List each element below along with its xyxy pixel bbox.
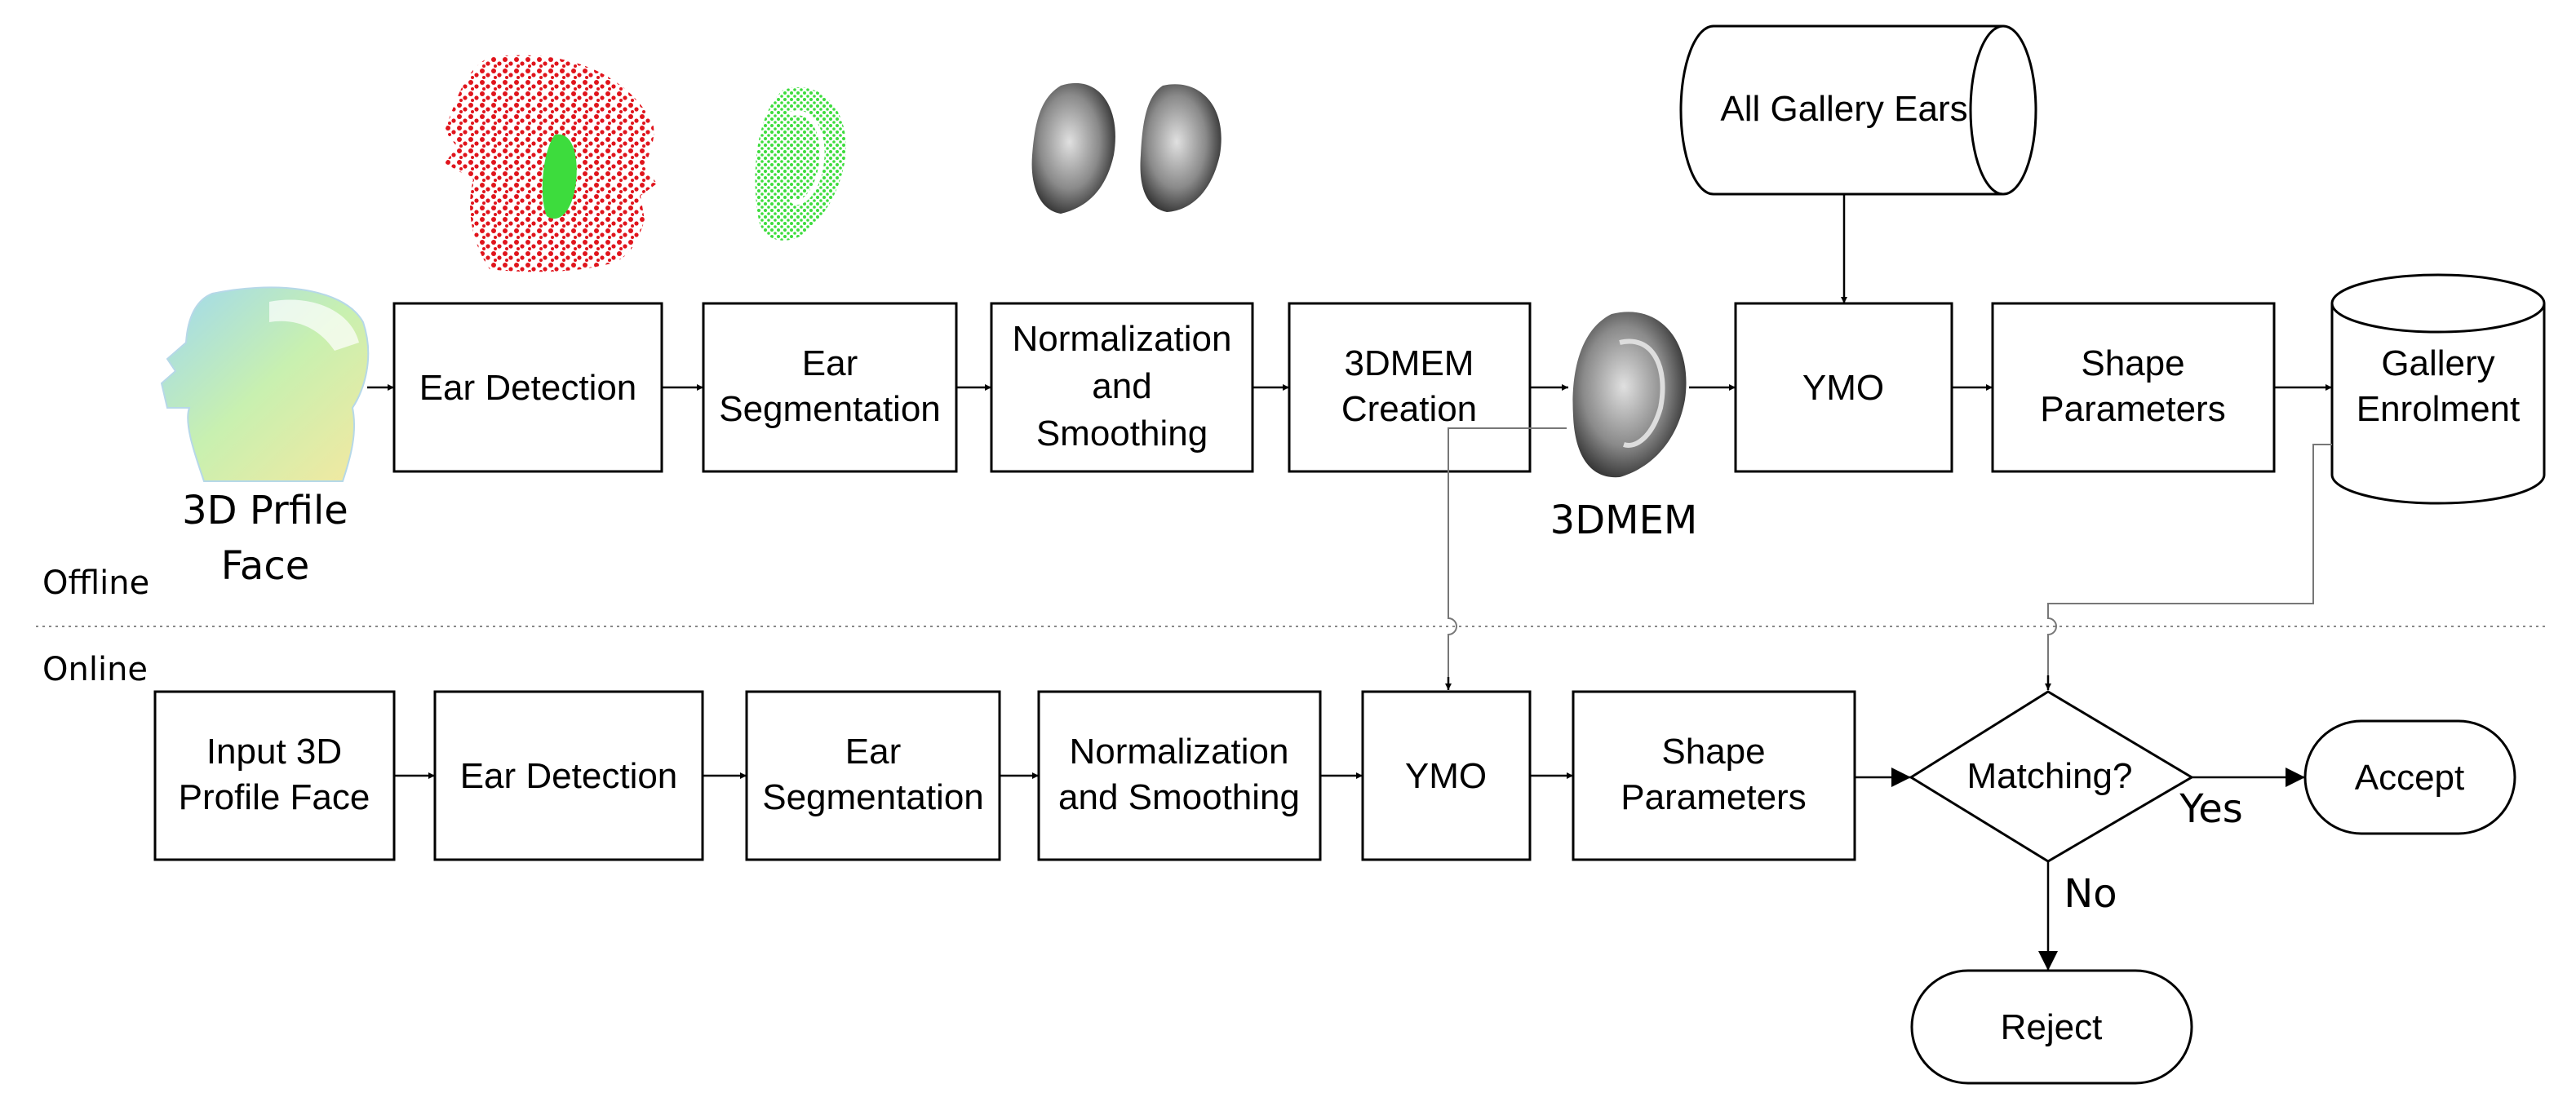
svg-text:3DMEM: 3DMEM [1345,343,1474,383]
svg-text:Ear: Ear [845,732,901,772]
accept-terminal: Accept [2303,719,2516,835]
offline-ear-segmentation-box: Ear Segmentation [702,302,958,473]
offline-label: Offline [42,564,149,602]
segmented-ear-icon [755,87,846,241]
svg-text:and Smoothing: and Smoothing [1058,777,1300,817]
input-3d-profile-face-box: Input 3D Profile Face [153,690,396,861]
svg-text:Gallery: Gallery [2381,343,2494,383]
head-point-cloud-icon [445,55,657,272]
svg-text:and: and [1092,366,1151,406]
3dmem-ear-icon [1572,312,1687,478]
svg-text:Smoothing: Smoothing [1036,414,1208,453]
svg-text:Enrolment: Enrolment [2357,389,2521,429]
online-shape-parameters-box: Shape Parameters [1572,690,1856,861]
cross-section-connectors [1445,427,2332,690]
online-ymo-box: YMO [1361,690,1532,861]
svg-text:Face: Face [221,543,310,589]
svg-text:Normalization: Normalization [1070,732,1289,772]
3d-profile-face-icon [160,286,370,482]
svg-text:Ear Detection: Ear Detection [460,756,678,796]
svg-text:Segmentation: Segmentation [719,389,941,429]
svg-text:Ear: Ear [802,343,858,383]
offline-shape-parameters-box: Shape Parameters [1991,302,2276,473]
online-label: Online [42,651,148,688]
normalized-ears-icon [1031,82,1221,214]
svg-text:3D Prfile: 3D Prfile [182,488,348,533]
svg-text:YMO: YMO [1405,756,1487,796]
online-ear-segmentation-box: Ear Segmentation [745,690,1001,861]
all-gallery-ears-storage: All Gallery Ears [1679,24,2037,196]
online-normalization-box: Normalization and Smoothing [1037,690,1322,861]
reject-terminal: Reject [1910,969,2193,1085]
svg-text:YMO: YMO [1802,368,1884,408]
svg-text:Shape: Shape [2081,343,2184,383]
offline-ymo-box: YMO [1734,302,1953,473]
gallery-enrolment-database: Gallery Enrolment [2330,273,2546,505]
svg-text:Ear Detection: Ear Detection [419,368,637,408]
offline-normalization-box: Normalization and Smoothing [990,302,1254,473]
yes-label: Yes [2179,786,2242,832]
svg-text:Parameters: Parameters [1621,777,1806,817]
face-caption: 3D Prfile Face [182,488,348,589]
svg-text:Shape: Shape [1661,732,1765,772]
3dmem-caption: 3DMEM [1550,498,1698,543]
svg-text:Accept: Accept [2355,758,2465,798]
svg-text:Matching?: Matching? [1966,756,2132,796]
svg-text:Input 3D: Input 3D [206,732,342,772]
svg-text:Profile Face: Profile Face [179,777,370,817]
svg-text:Creation: Creation [1341,389,1477,429]
online-connectors [394,768,2305,971]
3dmem-creation-box: 3DMEM Creation [1288,302,1532,473]
matching-decision: Matching? [1909,690,2194,863]
svg-text:Reject: Reject [2001,1007,2103,1047]
offline-connectors [367,194,2332,391]
no-label: No [2064,871,2117,917]
svg-text:Parameters: Parameters [2040,389,2225,429]
online-ear-detection-box: Ear Detection [433,690,704,861]
svg-text:All Gallery Ears: All Gallery Ears [1720,89,1967,129]
svg-text:Normalization: Normalization [1013,319,1232,359]
svg-text:Segmentation: Segmentation [762,777,984,817]
offline-ear-detection-box: Ear Detection [392,302,663,473]
